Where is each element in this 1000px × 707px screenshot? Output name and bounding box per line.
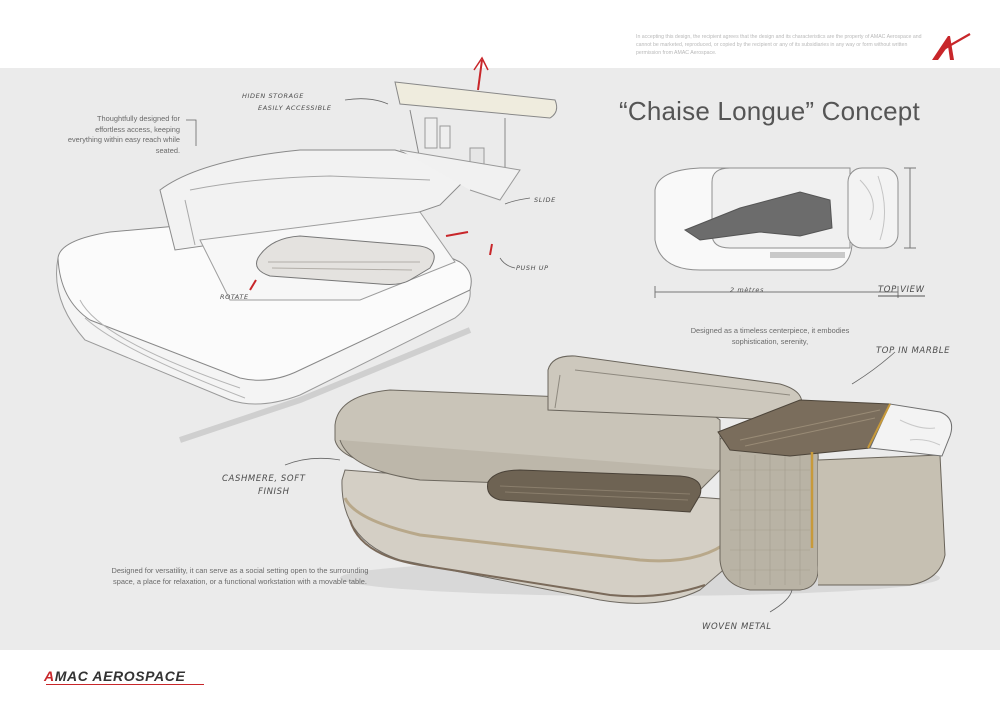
annotation-easily-accessible: easily accessible [258,104,332,112]
annotation-top-in-marble: Top in Marble [876,346,951,356]
brand-logo-text: MAC AEROSPACE [54,668,186,684]
annotation-top-view: Top View [878,285,925,295]
annotation-rotate: Rotate [220,293,249,301]
storage-note: Thoughtfully designed for effortless acc… [67,114,180,155]
annotation-two-meters: 2 mètres [730,286,764,294]
annotation-woven-metal: Woven metal [702,622,772,632]
amac-logo-icon [932,33,971,60]
legal-notice: In accepting this design, the recipient … [636,34,922,56]
sketch-rendered-lounge [334,355,953,604]
sketch-top-left-lounge [56,56,558,443]
annotation-hidden-storage: Hiden storage [242,92,304,100]
versatility-note: Designed for versatility, it can serve a… [111,566,369,586]
brand-logo-initial: A [44,668,55,684]
annotation-cashmere: Cashmere, soft [222,474,306,484]
centerpiece-note: Designed as a timeless centerpiece, it e… [690,326,850,346]
sketch-top-view [654,167,925,298]
brand-logo: AMAC AEROSPACE [44,668,185,684]
page-title: “Chaise Longue” Concept [619,96,920,126]
annotation-push-up: Push up [516,264,549,272]
annotation-slide: Slide [534,196,556,204]
annotation-finish: finish [258,487,290,497]
brand-underline [46,684,204,685]
annotation-leaders [186,98,896,613]
